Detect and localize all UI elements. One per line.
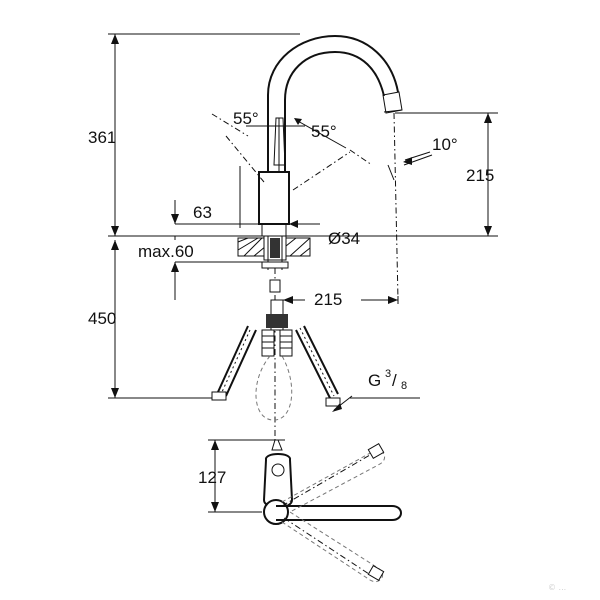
plan-view: 127 [198, 439, 402, 582]
watermark: © ... [548, 583, 566, 592]
dim-diameter-label: Ø34 [328, 229, 360, 248]
angle-55-left-label: 55° [233, 109, 259, 128]
dimension-diameter: Ø34 [289, 220, 360, 248]
angle-55-right-label: 55° [311, 122, 337, 141]
thread-g-label: G [368, 371, 381, 390]
dim-63-label: 63 [193, 203, 212, 222]
dim-215-bottom-label: 215 [314, 290, 342, 309]
dim-361-label: 361 [88, 128, 116, 147]
spout [267, 34, 403, 172]
dimension-215-right: 215 [395, 112, 498, 236]
dim-127-label: 127 [198, 468, 226, 487]
dimension-450: 450 [88, 240, 220, 399]
thread-numerator: 3 [385, 368, 391, 380]
dim-max60-label: max.60 [138, 242, 194, 261]
underside-fittings [211, 268, 341, 440]
dim-215-right-label: 215 [466, 166, 494, 185]
faucet-body [258, 117, 290, 236]
dimension-63: 63 [171, 166, 259, 228]
dimension-215-bottom: 215 [283, 290, 399, 310]
aerator-angle: 10° [387, 112, 458, 301]
thread-denominator: 8 [401, 380, 407, 392]
angle-10-label: 10° [432, 135, 458, 154]
svg-text:/: / [392, 371, 397, 390]
dimension-361: 361 [88, 33, 300, 236]
dimension-max60: max.60 [138, 236, 262, 300]
counter-deck [237, 235, 311, 270]
connection-thread: G 3 / 8 [332, 368, 420, 412]
dim-450-label: 450 [88, 309, 116, 328]
lever-swing-lines [211, 113, 373, 191]
